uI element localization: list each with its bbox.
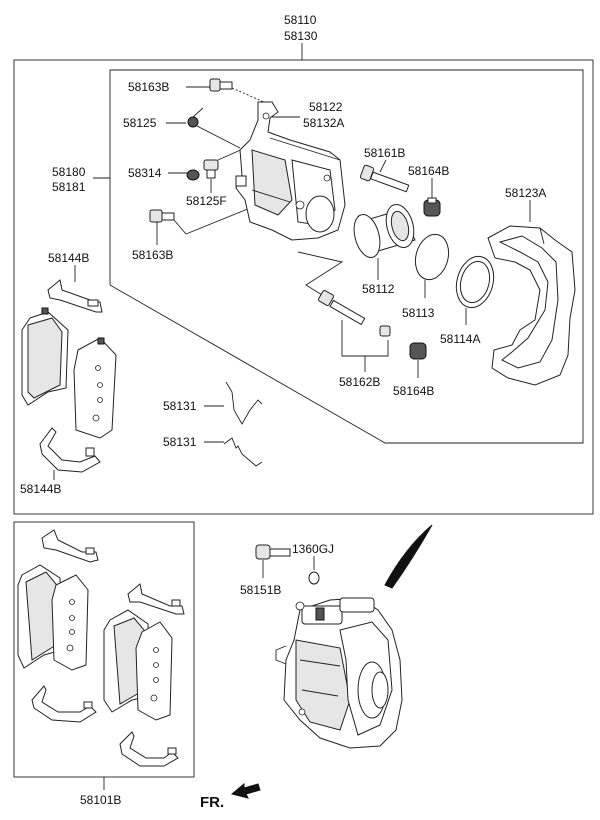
label-58125: 58125 [123, 116, 157, 130]
label-58131-a: 58131 [163, 399, 197, 413]
label-58161B: 58161B [364, 146, 405, 160]
piston-boot [455, 255, 495, 309]
bleeder-cap [186, 169, 200, 181]
label-58151B: 58151B [240, 583, 281, 597]
kit-shim-4 [119, 731, 179, 767]
caliper-housing [235, 101, 346, 241]
label-58123A: 58123A [505, 186, 546, 200]
front-arrow-icon [230, 782, 261, 799]
kit-shim-2 [31, 685, 97, 723]
label-58180: 58180 [52, 165, 86, 179]
label-58130: 58130 [284, 29, 318, 43]
piston [353, 203, 416, 258]
bolt-lower [149, 209, 175, 223]
wear-sensor-b [223, 437, 263, 467]
bleeder-screw [187, 107, 204, 128]
label-58131-b: 58131 [163, 435, 197, 449]
label-58144B-top: 58144B [48, 251, 89, 265]
washer [308, 571, 320, 585]
guide-pin-cap [379, 325, 391, 337]
label-58125F: 58125F [186, 194, 227, 208]
bleeder-valve [203, 159, 219, 179]
kit-pad-1 [17, 564, 63, 669]
label-58164B-lower: 58164B [393, 384, 434, 398]
label-58314: 58314 [128, 166, 162, 180]
upper-frame [13, 59, 594, 515]
label-58112: 58112 [362, 282, 395, 296]
label-58181: 58181 [52, 180, 86, 194]
kit-pad-4 [135, 621, 173, 721]
front-indicator-label: FR. [200, 794, 224, 811]
shim-upper [47, 279, 103, 313]
piston-seal [414, 233, 450, 281]
assembled-caliper [275, 597, 403, 749]
label-58162B: 58162B [339, 375, 380, 389]
shim-lower [39, 427, 101, 473]
brake-hose [384, 524, 433, 589]
brake-pad-left [21, 307, 69, 406]
label-58132A: 58132A [303, 116, 344, 130]
inner-frame [109, 69, 584, 444]
bolt-top [209, 78, 233, 92]
label-58164B-upper: 58164B [408, 164, 449, 178]
caliper-carrier [487, 225, 576, 386]
brake-pad-right [73, 337, 117, 439]
guide-pin-upper [359, 164, 410, 193]
label-58113: 58113 [402, 306, 435, 320]
label-58163B-lower: 58163B [132, 248, 173, 262]
guide-pin-lower [318, 290, 366, 326]
label-58110: 58110 [284, 13, 317, 27]
label-58122: 58122 [309, 100, 343, 114]
mount-bolt [255, 544, 291, 560]
kit-shim-3 [127, 583, 185, 615]
kit-pad-2 [51, 574, 89, 671]
label-58144B-lower: 58144B [20, 482, 61, 496]
label-58163B-top: 58163B [128, 80, 169, 94]
boot-lower [409, 342, 427, 360]
label-58101B: 58101B [80, 793, 121, 807]
boot-upper [423, 197, 441, 217]
label-1360GJ: 1360GJ [292, 542, 334, 556]
kit-shim-1 [41, 529, 99, 563]
wear-sensor-a [225, 381, 263, 425]
label-58114A: 58114A [440, 332, 480, 346]
